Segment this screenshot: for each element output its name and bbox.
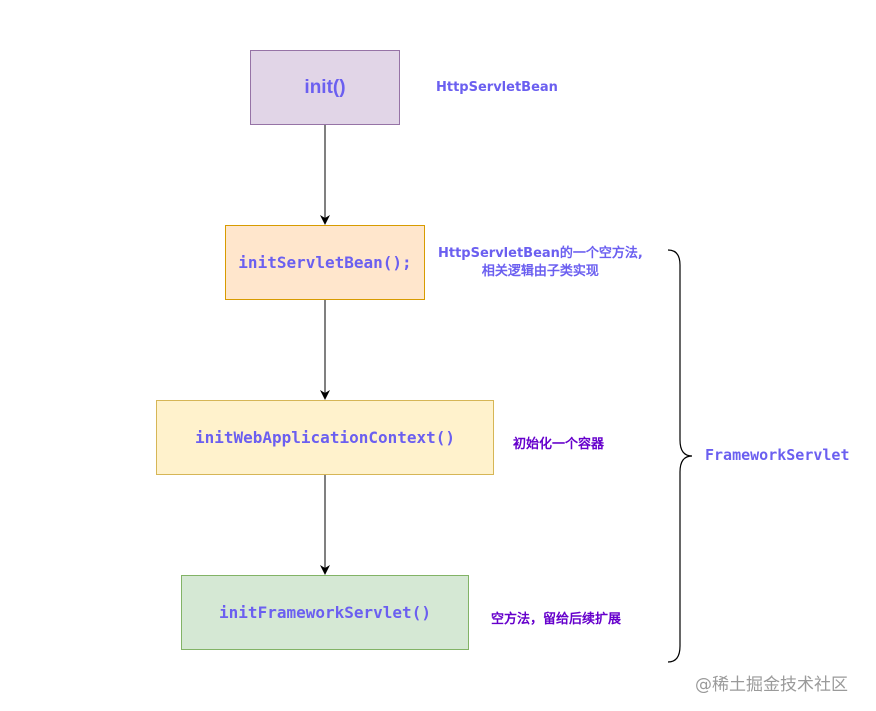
framework-servlet-brace <box>667 249 693 663</box>
init-framework-servlet-node-label: initFrameworkServlet() <box>219 603 431 622</box>
init-node: init() <box>250 50 400 125</box>
framework-servlet-group-label: FrameworkServlet <box>705 446 850 464</box>
annotation-init-servlet-bean: HttpServletBean的一个空方法, 相关逻辑由子类实现 <box>438 245 643 281</box>
annotation-init-web-application-context: 初始化一个容器 <box>513 436 604 454</box>
annotation-line: HttpServletBean的一个空方法, <box>438 246 643 261</box>
annotation-line: HttpServletBean <box>436 80 558 95</box>
annotation-line: 初始化一个容器 <box>513 437 605 452</box>
annotation-http-servlet-bean: HttpServletBean <box>436 79 558 97</box>
init-framework-servlet-node: initFrameworkServlet() <box>181 575 469 650</box>
annotation-init-framework-servlet: 空方法，留给后续扩展 <box>491 611 621 629</box>
init-servlet-bean-node: initServletBean(); <box>225 225 425 300</box>
annotation-line: 相关逻辑由子类实现 <box>481 264 599 279</box>
annotation-line: 空方法，留给后续扩展 <box>491 612 622 627</box>
init-web-application-context-node-label: initWebApplicationContext() <box>194 428 456 447</box>
init-node-label: init() <box>304 76 346 98</box>
init-servlet-bean-node-label: initServletBean(); <box>238 253 412 272</box>
watermark: @稀土掘金技术社区 <box>695 675 848 695</box>
init-web-application-context-node: initWebApplicationContext() <box>156 400 494 475</box>
